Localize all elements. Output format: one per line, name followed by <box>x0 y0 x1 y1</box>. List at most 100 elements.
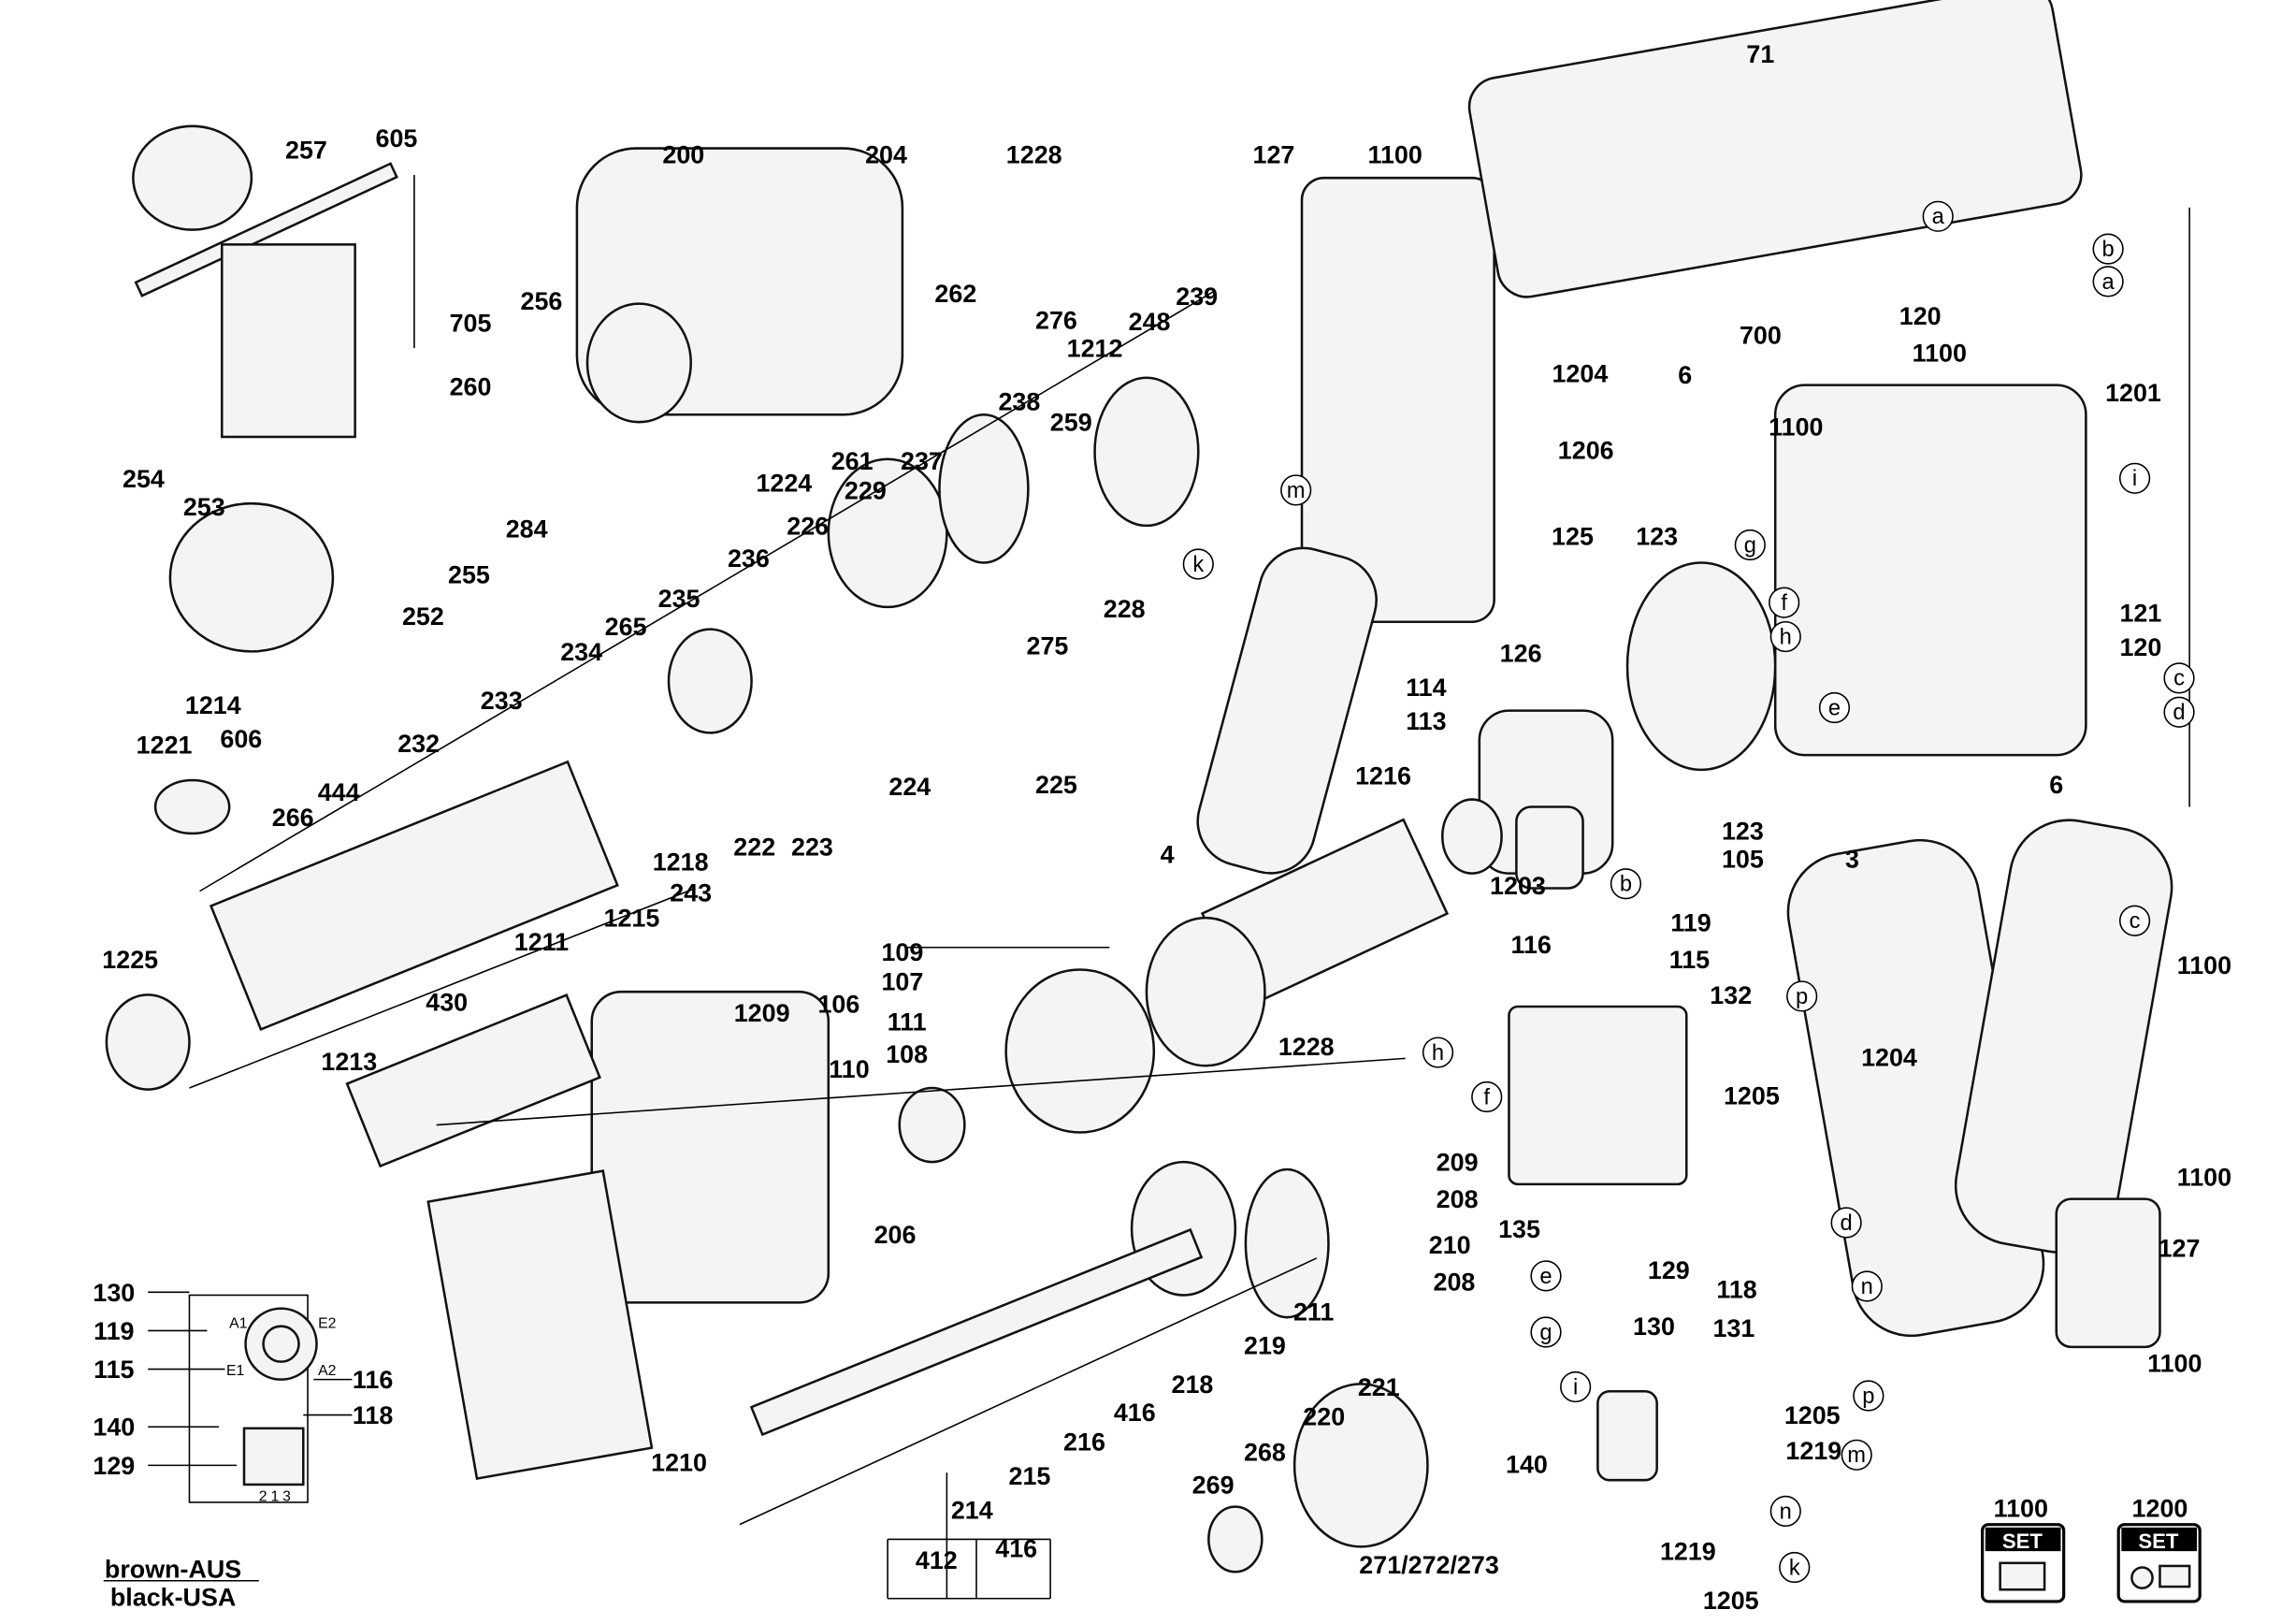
callout-text: 700 <box>1740 321 1782 349</box>
wiring-schematic: A1 E2 E1 A2 2 1 3 130 119 115 140 129 11… <box>93 1279 393 1612</box>
callout-208: 208 <box>1434 1269 1476 1297</box>
callout-108: 108 <box>886 1040 928 1068</box>
callout-circle <box>1779 1551 1811 1584</box>
callout-text: 1204 <box>1552 359 1608 387</box>
schematic-label-116: 116 <box>353 1366 393 1394</box>
callout-text: 204 <box>865 140 907 168</box>
part-bearing <box>1441 798 1503 875</box>
set-badge-1100: SET <box>1981 1523 2066 1603</box>
part-power-cord <box>1196 546 1378 875</box>
callout-circle <box>2118 905 2151 936</box>
callout-text: 1100 <box>1994 1495 2048 1523</box>
brush-icon <box>2159 1564 2191 1588</box>
leader-line <box>739 1257 1318 1526</box>
callout-261: 261 <box>831 447 874 475</box>
callout-text: 1228 <box>1006 140 1062 168</box>
callout-239: 239 <box>1176 283 1218 311</box>
callout-605: 605 <box>376 124 418 152</box>
callout-233: 233 <box>481 687 523 715</box>
part-fan <box>1145 916 1266 1067</box>
callout-text: 1205 <box>1724 1081 1780 1109</box>
callout-text: g <box>1539 1321 1552 1345</box>
callout-circle <box>1922 200 1954 232</box>
callout-text: 256 <box>521 287 563 315</box>
part-seal <box>1093 376 1200 528</box>
callout-text: n <box>1780 1500 1792 1524</box>
callout-circle <box>2092 233 2124 265</box>
callout-120: 120 <box>1899 302 1942 330</box>
callout-107: 107 <box>881 968 923 996</box>
schematic-label-130: 130 <box>93 1279 135 1307</box>
callout-text: 229 <box>845 476 887 504</box>
callout-1100: 1100 <box>1769 413 1823 441</box>
callout-text: 1221 <box>137 732 193 760</box>
callout-222: 222 <box>733 834 775 862</box>
callout-b: b <box>1610 868 1642 900</box>
callout-text: 1219 <box>1785 1437 1841 1465</box>
callout-text: 234 <box>560 638 602 666</box>
callout-text: 113 <box>1406 707 1446 735</box>
callout-text: 127 <box>1253 140 1295 168</box>
callout-text: 135 <box>1498 1215 1540 1243</box>
callout-e: e <box>1530 1260 1562 1292</box>
callout-text: 225 <box>1035 771 1077 799</box>
callout-1100: 1100 <box>2177 951 2231 979</box>
schematic-switch <box>242 1427 305 1486</box>
part-ring <box>105 993 191 1091</box>
callout-circle <box>1841 1439 1872 1471</box>
callout-text: e <box>1539 1265 1552 1289</box>
schematic-armature <box>262 1325 300 1363</box>
callout-214: 214 <box>951 1496 993 1524</box>
callout-text: 130 <box>1633 1312 1675 1341</box>
callout-text: 111 <box>888 1008 927 1036</box>
callout-circle <box>1786 980 1818 1012</box>
callout-6: 6 <box>1678 361 1692 389</box>
callout-text: p <box>1862 1385 1874 1409</box>
callout-a: a <box>1922 200 1954 232</box>
callout-text: 271/272/273 <box>1359 1551 1498 1579</box>
callout-208: 208 <box>1437 1185 1479 1213</box>
callout-circle <box>1769 587 1800 618</box>
callout-text: 416 <box>1114 1399 1156 1427</box>
callout-text: k <box>1192 553 1204 577</box>
callout-119: 119 <box>1670 908 1711 936</box>
callout-120: 120 <box>2119 633 2161 661</box>
callout-text: 110 <box>829 1055 869 1083</box>
callout-text: f <box>1483 1085 1490 1109</box>
callout-271-272-273: 271/272/273 <box>1359 1551 1498 1579</box>
box-icon <box>1999 1561 2046 1591</box>
callout-text: 1218 <box>653 848 709 876</box>
callout-text: 127 <box>2159 1234 2201 1262</box>
callout-110: 110 <box>829 1055 869 1083</box>
callout-d: d <box>2163 696 2195 728</box>
callout-circle <box>1471 1080 1503 1113</box>
callout-text: 109 <box>881 938 923 966</box>
callout-115: 115 <box>1669 946 1710 974</box>
callout-text: 224 <box>888 773 931 801</box>
callout-text: p <box>1796 985 1808 1009</box>
callout-1228: 1228 <box>1006 140 1062 168</box>
callout-text: 219 <box>1244 1332 1286 1360</box>
callout-text: 221 <box>1358 1373 1400 1401</box>
callout-text: 1100 <box>2177 951 2231 979</box>
callout-1210: 1210 <box>651 1449 707 1477</box>
callout-f: f <box>1471 1080 1503 1113</box>
parts-layer <box>105 0 2173 1573</box>
callout-265: 265 <box>605 613 647 641</box>
callout-text: 239 <box>1176 283 1218 311</box>
callout-text: 6 <box>1678 361 1692 389</box>
callout-c: c <box>2118 905 2151 936</box>
callout-text: 275 <box>1027 632 1069 660</box>
part-sleeve <box>1515 805 1584 890</box>
callout-1204: 1204 <box>1552 359 1608 387</box>
callout-text: 118 <box>1716 1276 1756 1304</box>
callout-circle <box>1769 1495 1801 1528</box>
callout-text: 228 <box>1104 595 1146 623</box>
callout-g: g <box>1530 1316 1562 1348</box>
callout-1205: 1205 <box>1784 1401 1841 1429</box>
callout-text: 1212 <box>1067 335 1123 363</box>
part-bearing-flange <box>1004 968 1156 1134</box>
leader-line <box>189 887 696 1089</box>
part-switch <box>1508 1005 1688 1186</box>
callout-text: 243 <box>670 879 712 907</box>
